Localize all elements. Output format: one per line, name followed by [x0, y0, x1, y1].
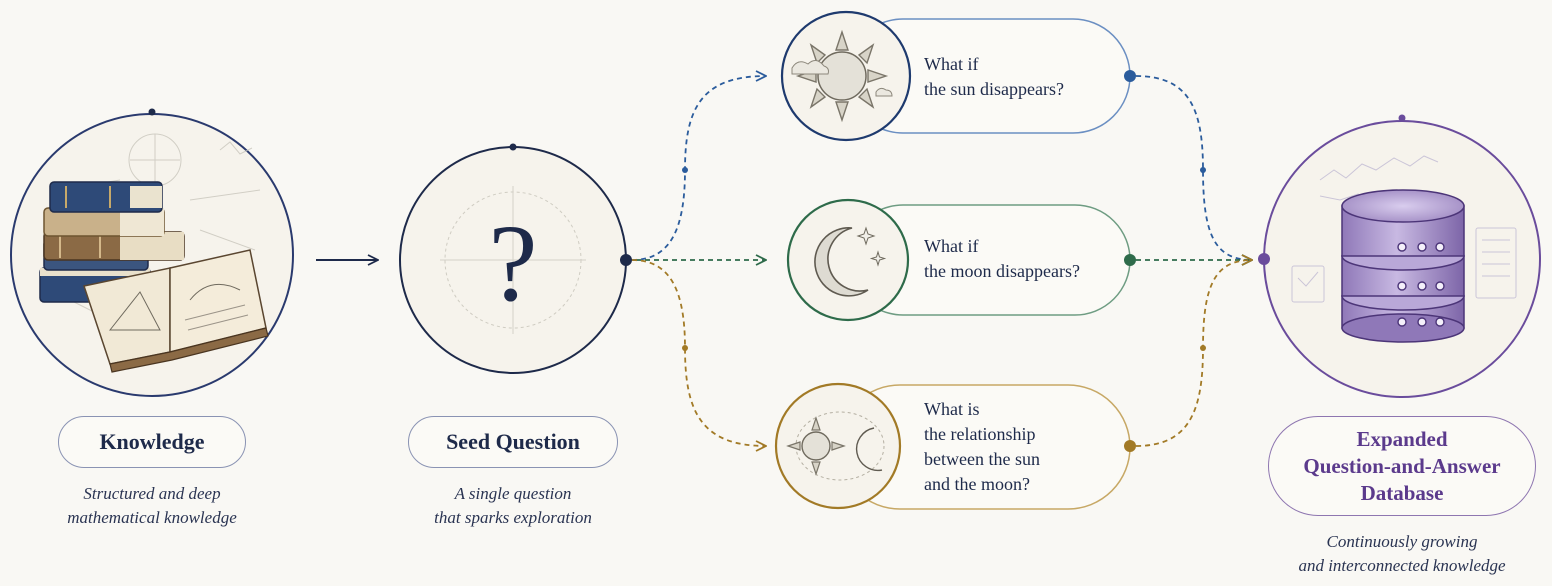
question-mark-symbol: ? [489, 202, 538, 324]
expanded-title-line3: Database [1360, 480, 1444, 505]
seed-caption-line1: A single question [454, 484, 572, 503]
moon-question-line2: the moon disappears? [924, 261, 1080, 281]
moon-icon [814, 226, 887, 297]
connector-to-relationship-question [631, 259, 766, 446]
sun-question-line1: What if [924, 54, 979, 74]
expanded-caption: Continuously growing and interconnected … [1272, 530, 1532, 578]
expanded-caption-line2: and interconnected knowledge [1298, 556, 1506, 575]
connector-sun-to-database [1135, 75, 1252, 260]
connector-to-sun-question [631, 76, 766, 261]
seed-question-title-text: Seed Question [446, 429, 580, 454]
expanded-caption-line1: Continuously growing [1326, 532, 1478, 551]
expanded-title-line2: Question-and-Answer [1303, 453, 1501, 478]
books-icon [39, 181, 269, 373]
seed-caption: A single question that sparks exploratio… [380, 482, 646, 530]
moon-question-node [786, 198, 1136, 322]
seed-question-title: Seed Question [408, 416, 618, 468]
relationship-question-node [774, 382, 1136, 510]
relationship-question-line4: and the moon? [924, 474, 1030, 494]
moon-question-text: What if the moon disappears? [924, 234, 1114, 284]
knowledge-caption: Structured and deep mathematical knowled… [30, 482, 274, 530]
sun-icon [791, 29, 893, 123]
expanded-title-line1: Expanded [1356, 426, 1448, 451]
relationship-question-line2: the relationship [924, 424, 1036, 444]
relationship-question-text: What is the relationship between the sun… [924, 397, 1114, 497]
relationship-question-line3: between the sun [924, 449, 1040, 469]
sun-question-line2: the sun disappears? [924, 79, 1064, 99]
sun-question-text: What if the sun disappears? [924, 52, 1114, 102]
relationship-question-line1: What is [924, 399, 980, 419]
seed-caption-line2: that sparks exploration [434, 508, 592, 527]
expanded-database-title: Expanded Question-and-Answer Database [1268, 416, 1536, 516]
knowledge-title: Knowledge [58, 416, 246, 468]
sun-moon-icon [786, 411, 885, 481]
knowledge-caption-line1: Structured and deep [83, 484, 221, 503]
database-icon [1341, 189, 1465, 343]
connector-relationship-to-database [1135, 260, 1252, 447]
seed-node [399, 143, 632, 374]
sun-question-node [780, 10, 1136, 142]
knowledge-caption-line2: mathematical knowledge [67, 508, 237, 527]
knowledge-node [10, 108, 294, 397]
knowledge-title-text: Knowledge [99, 429, 205, 454]
moon-question-line1: What if [924, 236, 979, 256]
database-node [1258, 114, 1541, 398]
